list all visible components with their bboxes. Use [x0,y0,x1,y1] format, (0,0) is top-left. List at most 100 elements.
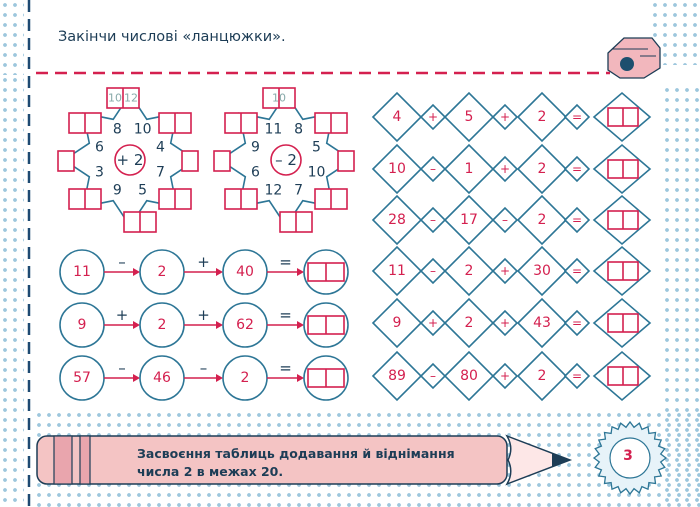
star-center-circle [270,144,302,176]
answer-box-single [181,150,199,172]
pencil-body [36,435,508,485]
pencil-band-2 [79,435,91,485]
chain-arrowhead [216,374,223,382]
star-operation: + 2 [117,151,144,169]
dots-top-left [0,0,24,75]
star-value: 12 [264,182,282,198]
chain-value: 4 [393,109,402,125]
sharpener-icon [607,37,661,79]
star-value: 10 [308,165,326,181]
chain-operator: = [572,213,582,227]
answer-box-single [337,150,355,172]
diamond-chain-3: 28 – 17 – 2 = [371,194,652,246]
task-title: Закінчи числові «ланцюжки». [58,29,286,45]
chain-operator: – [430,264,436,278]
chain-value: 11 [388,263,406,279]
chain-operator: + [428,316,438,330]
answer-box-single [213,150,231,172]
chain-value: 2 [538,161,547,177]
operator-diamond [563,362,591,390]
pencil-caption: Засвоєння таблиць додавання й віднімання… [137,445,455,481]
star-value: 8 [113,122,122,138]
star-value: 11 [264,122,282,138]
star-operation: – 2 [275,151,297,169]
chain-value: 40 [236,264,254,280]
chain-value: 28 [388,212,406,228]
chain-value: 11 [73,264,91,280]
diamond-chain-6: 89–80+2= [371,350,652,402]
caption-line-2: числа 2 в межах 20. [137,464,284,479]
circle-chain-1: 11–2+40= [59,249,349,295]
chain-operator: + [500,264,510,278]
chain-operator: = [572,110,582,124]
chain-value: 46 [153,370,171,386]
chain-value: 2 [538,109,547,125]
chain-operator: – [502,213,508,227]
chain-operator: = [279,306,292,324]
caption-line-1: Засвоєння таблиць додавання й віднімання [137,446,455,461]
chain-operator: = [279,359,292,377]
chain-operator: + [428,110,438,124]
chain-operator: + [500,316,510,330]
chain-operator: – [118,359,126,377]
operator-diamond [563,206,591,234]
chain-operator: = [572,369,582,383]
chain-operator: + [197,306,210,324]
page-badge [609,437,651,479]
chain-value: 89 [388,368,406,384]
chain-operator: + [197,253,210,271]
chain-value: 1 [465,161,474,177]
star-value: 3 [95,165,104,181]
star-value: 5 [312,139,321,155]
chain-operator: = [572,316,582,330]
chain-value: 43 [533,315,551,331]
chain-arrowhead [216,268,223,276]
operator-diamond [563,103,591,131]
chain-value: 9 [393,315,402,331]
chain-value: 9 [78,317,87,333]
chain-value: 2 [538,212,547,228]
circle-chain-3: 57 – 46 – 2 = [59,355,349,401]
star-value: 5 [138,182,147,198]
chain-arrowhead [297,321,304,329]
chain-operator: = [572,264,582,278]
page-number: 3 [623,448,633,464]
pencil-lead [552,453,570,467]
diamond-chain-5: 9+2+43= [371,297,652,349]
star-value: 7 [294,182,303,198]
chain-arrowhead [133,321,140,329]
chain-operator: – [200,359,208,377]
chain-arrowhead [133,374,140,382]
diamond-chain-1: 4 +5 +2 = [371,91,652,143]
chain-value: 57 [73,370,91,386]
chain-value: 62 [236,317,254,333]
chain-operator: + [500,110,510,124]
chain-value: 2 [465,263,474,279]
dots-left-column [0,75,24,507]
sharpener-hole-icon [620,57,634,71]
hint-digit: 10 [272,92,286,105]
pencil-band [53,435,73,485]
chain-operator: – [430,213,436,227]
chain-operator: – [118,253,126,271]
chain-operator: + [500,369,510,383]
chain-value: 2 [158,264,167,280]
operator-diamond [563,257,591,285]
chain-value: 10 [388,161,406,177]
chain-value: 30 [533,263,551,279]
star-value: 8 [294,122,303,138]
sharpener-lines-icon [612,48,656,57]
chain-value: 2 [241,370,250,386]
chain-operator: – [430,162,436,176]
circle-chain-2: 9+2+62= [59,302,349,348]
chain-value: 17 [460,212,478,228]
chain-value: 2 [538,368,547,384]
chain-value: 5 [465,109,474,125]
hint-digit: 10 [108,92,122,105]
diamond-chain-2: 10–1+2= [371,143,652,195]
chain-operator: + [116,306,129,324]
chain-operator: = [572,162,582,176]
